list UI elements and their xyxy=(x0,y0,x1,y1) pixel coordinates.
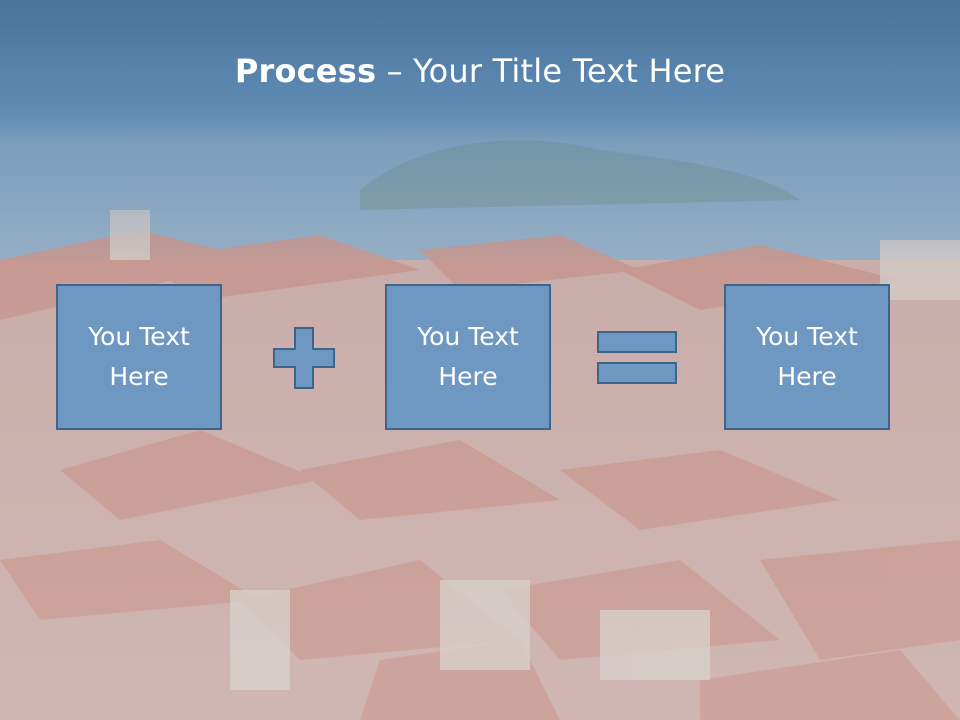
slide-title: Process – Your Title Text Here xyxy=(0,52,960,90)
equals-icon xyxy=(597,331,677,385)
plus-icon xyxy=(272,326,336,390)
title-rest: – Your Title Text Here xyxy=(376,52,726,90)
title-band xyxy=(0,0,960,130)
process-box-2: You Text Here xyxy=(385,284,551,430)
title-bold: Process xyxy=(234,52,377,90)
process-box-3: You Text Here xyxy=(724,284,890,430)
process-box-1: You Text Here xyxy=(56,284,222,430)
